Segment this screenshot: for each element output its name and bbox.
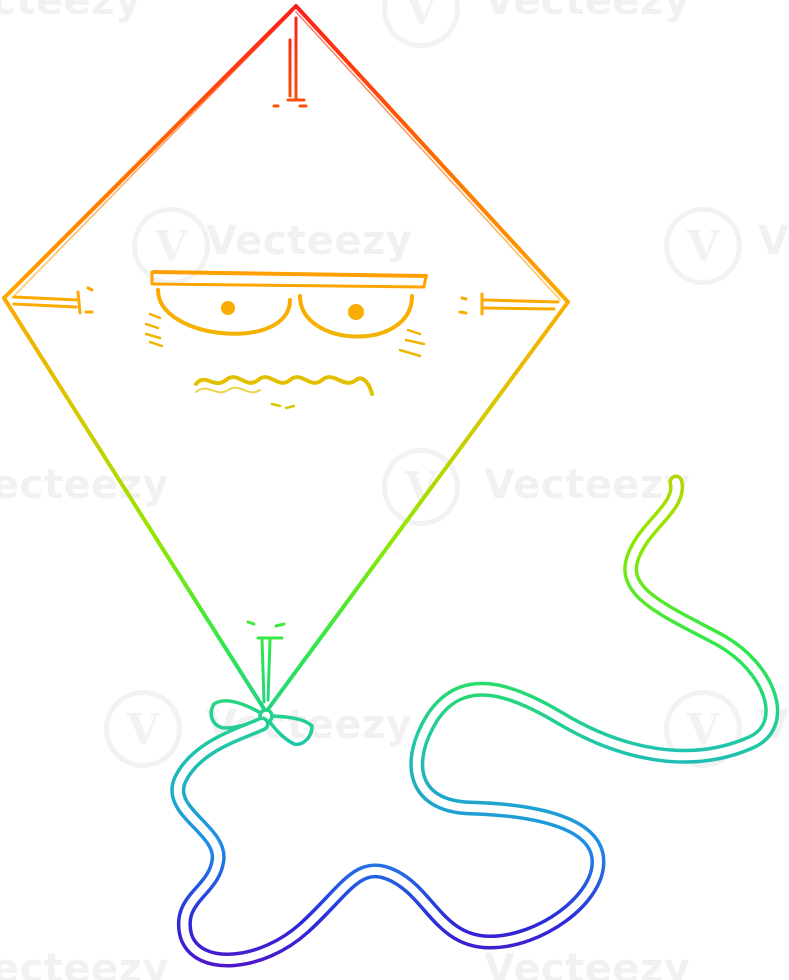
kite-face	[144, 270, 428, 410]
bottom-spar-stub	[246, 620, 286, 704]
kite-tail	[170, 474, 780, 968]
kite-frame	[2, 4, 570, 714]
right-spar-stub	[458, 292, 560, 316]
top-spar-stub	[272, 16, 308, 108]
left-spar-stub	[12, 286, 94, 315]
